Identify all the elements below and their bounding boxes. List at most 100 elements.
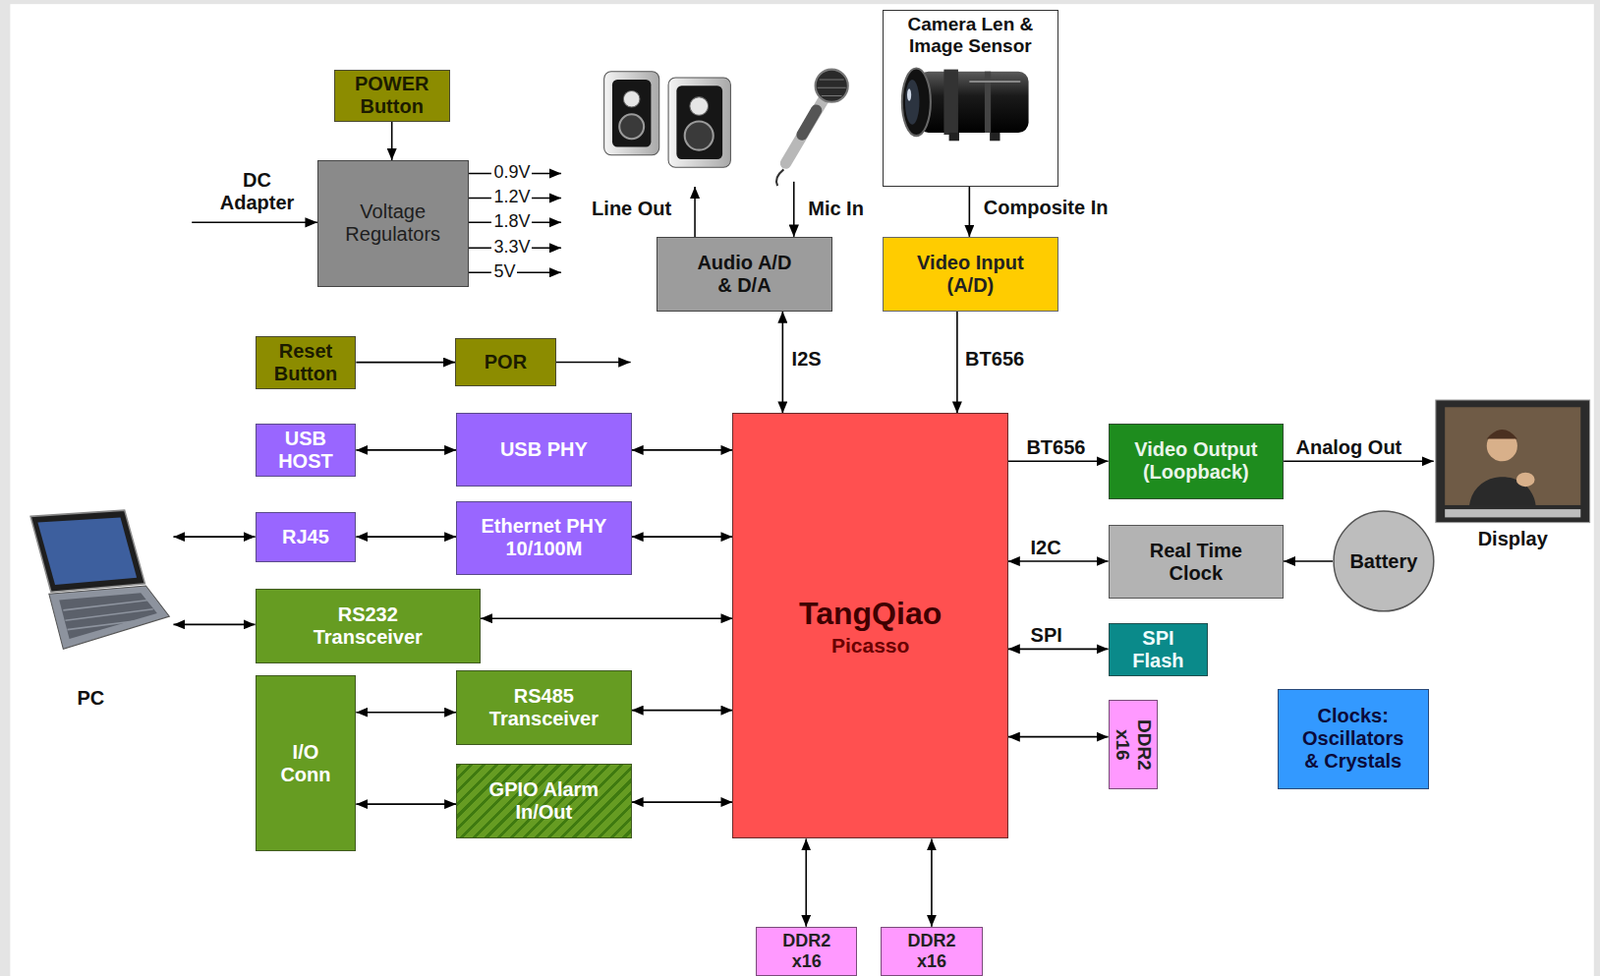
ethernet-phy-box: Ethernet PHY 10/100M bbox=[456, 501, 632, 575]
signal-connector bbox=[930, 838, 933, 926]
camera-lens-icon bbox=[943, 69, 959, 135]
signal-connector bbox=[1283, 459, 1434, 462]
display-figure: Display bbox=[1433, 400, 1593, 554]
speakers-icon bbox=[623, 90, 640, 108]
signal-connector bbox=[355, 361, 456, 364]
gpio-box: GPIO Alarm In/Out bbox=[456, 763, 632, 840]
box-label: Clocks: Oscillators & Crystals bbox=[1296, 704, 1410, 773]
power-arrows bbox=[191, 222, 318, 225]
signal-connector bbox=[355, 449, 457, 452]
voltage-label: 1.2V bbox=[491, 186, 532, 208]
signal-connector bbox=[1008, 736, 1109, 739]
box-label: Voltage Regulators bbox=[339, 200, 448, 246]
box-label: GPIO Alarm In/Out bbox=[474, 778, 613, 824]
laptop-icon bbox=[62, 600, 155, 630]
box-label: DDR2 x16 bbox=[902, 930, 962, 972]
box-label: POR bbox=[484, 350, 527, 374]
soc-box: TangQiaoPicasso bbox=[732, 412, 1008, 839]
rtc-box: Real Time Clock bbox=[1108, 524, 1285, 600]
clocks-box: Clocks: Oscillators & Crystals bbox=[1277, 688, 1429, 790]
box-label: Ethernet PHY 10/100M bbox=[469, 514, 618, 561]
monitor-icon bbox=[1486, 429, 1518, 439]
microphone-icon bbox=[801, 110, 817, 135]
box-label: DDR2 x16 bbox=[1111, 713, 1155, 775]
camera-lens-icon bbox=[917, 71, 1029, 133]
speakers-icon bbox=[612, 79, 651, 148]
microphone-icon bbox=[815, 69, 849, 103]
signal-connector bbox=[172, 535, 255, 538]
power-arrows bbox=[693, 186, 696, 237]
box-label: Camera Len & Image Sensor bbox=[896, 13, 1044, 58]
por-box: POR bbox=[455, 338, 557, 388]
spi-flash-box: SPI Flash bbox=[1108, 623, 1209, 677]
signal-connector bbox=[631, 800, 734, 803]
microphone-icon bbox=[817, 79, 847, 97]
signal-label: Analog Out bbox=[1294, 436, 1405, 459]
video-input-box: Video Input (A/D) bbox=[882, 236, 1059, 312]
signal-connector bbox=[355, 711, 457, 714]
page-panel bbox=[9, 3, 1594, 976]
connectors bbox=[172, 121, 1433, 927]
box-label: SPI Flash bbox=[1130, 627, 1186, 673]
io-connector-box: I/O Conn bbox=[255, 675, 357, 852]
speakers-icon bbox=[685, 121, 714, 151]
pc-figure: PC bbox=[7, 508, 173, 713]
box-label: DDR2 x16 bbox=[777, 930, 837, 972]
power-button: POWER Button bbox=[334, 69, 451, 122]
box-label: POWER Button bbox=[347, 72, 437, 118]
camera-lens-icon bbox=[969, 80, 1021, 83]
reset-button: Reset Button bbox=[255, 336, 357, 390]
camera-lens-icon bbox=[949, 132, 960, 141]
ddr2-box: DDR2 x16 bbox=[880, 926, 983, 976]
rj45-box: RJ45 bbox=[255, 512, 357, 563]
audio-codec-box: Audio A/D & D/A bbox=[656, 236, 834, 312]
signal-connector bbox=[782, 311, 785, 414]
monitor-icon bbox=[1444, 406, 1581, 506]
signal-connector bbox=[355, 802, 457, 805]
camera-lens-icon bbox=[989, 132, 1000, 141]
rs232-box: RS232 Transceiver bbox=[255, 588, 481, 664]
camera-lens-icon bbox=[905, 79, 920, 125]
box-label: RS232 Transceiver bbox=[303, 603, 432, 649]
speakers-icon bbox=[604, 71, 660, 156]
signal-connector bbox=[631, 449, 734, 452]
signal-connector bbox=[1008, 648, 1109, 651]
ddr2-box: DDR2 x16 bbox=[1108, 699, 1159, 789]
box-label: Reset Button bbox=[271, 340, 341, 386]
speakers-icon bbox=[689, 97, 709, 116]
laptop-icon bbox=[30, 510, 145, 592]
microphone-icon bbox=[785, 98, 824, 164]
box-label: Display bbox=[1478, 527, 1548, 551]
voltage-label: 1.8V bbox=[491, 211, 532, 232]
box-label: RJ45 bbox=[282, 525, 330, 549]
box-label: PC bbox=[76, 686, 105, 710]
speakers-icon bbox=[619, 114, 644, 139]
box-label: RS485 Transceiver bbox=[479, 685, 608, 731]
power-arrows bbox=[793, 181, 796, 237]
camera-box: Camera Len & Image Sensor bbox=[882, 9, 1059, 187]
drawing bbox=[9, 3, 1594, 976]
signal-connector bbox=[1283, 560, 1333, 563]
speakers-icon bbox=[604, 71, 732, 169]
power-arrows bbox=[556, 361, 631, 364]
box-label: USB PHY bbox=[500, 438, 588, 461]
camera-lens-icon bbox=[902, 68, 1029, 142]
signal-connector bbox=[631, 709, 734, 712]
box-sublabel: Picasso bbox=[831, 632, 910, 659]
power-input-label: DC Adapter bbox=[204, 169, 311, 215]
box-label: USB HOST bbox=[276, 427, 336, 473]
signal-label: SPI bbox=[1028, 624, 1065, 647]
box-label: Video Output (Loopback) bbox=[1122, 438, 1270, 484]
microphone-icon bbox=[776, 69, 849, 186]
audio-port-label: Line Out bbox=[589, 197, 674, 221]
regulator-box: Voltage Regulators bbox=[317, 160, 469, 287]
laptop-icon bbox=[37, 516, 137, 585]
signal-label: BT656 bbox=[1024, 436, 1087, 459]
monitor-icon bbox=[1516, 472, 1536, 488]
signal-connector bbox=[480, 617, 733, 620]
voltage-label: 5V bbox=[491, 261, 517, 283]
signal-connector bbox=[391, 121, 394, 161]
signal-connector bbox=[1008, 560, 1109, 563]
box-label: Audio A/D & D/A bbox=[694, 251, 794, 297]
